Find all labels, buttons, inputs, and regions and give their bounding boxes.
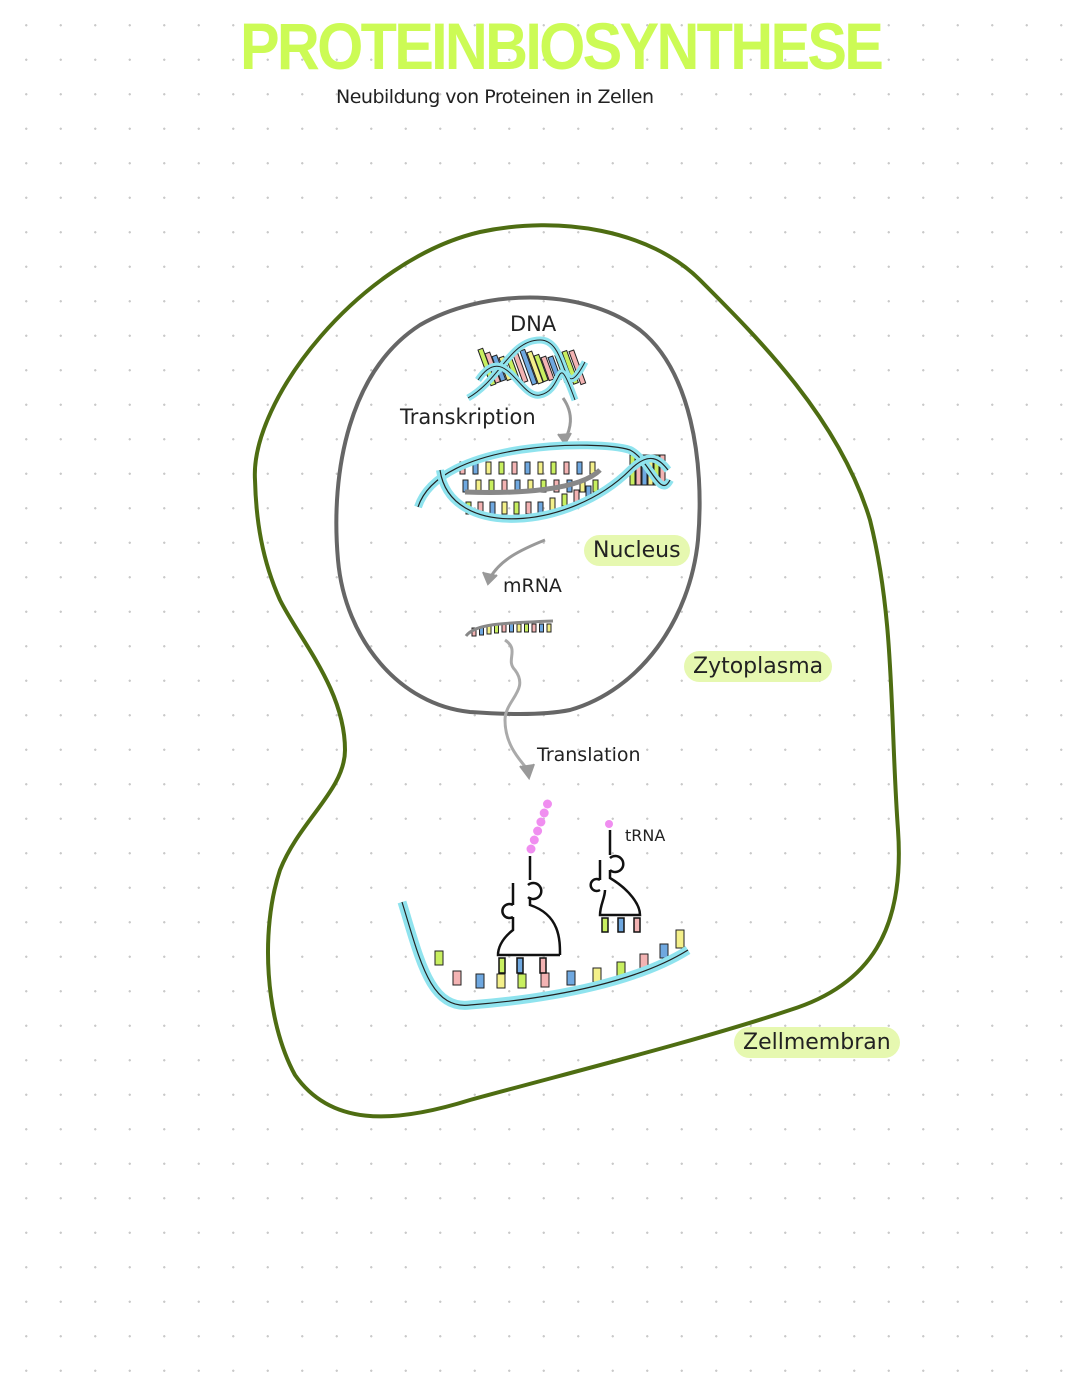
nucleotide-base: [525, 501, 532, 515]
nucleotide-base: [486, 625, 492, 635]
nucleotide-base: [540, 972, 550, 988]
label-cell-membrane: Zellmembran: [734, 1027, 900, 1058]
arrow-to-mrna: [488, 538, 546, 579]
amino-acid-dot: [526, 844, 536, 854]
nucleotide-base: [540, 355, 555, 382]
nucleotide-base: [494, 624, 499, 634]
translation-mrna: [397, 900, 691, 1010]
nucleotide-base: [475, 973, 485, 989]
nucleotide-base: [675, 929, 685, 949]
nucleotide-base: [549, 497, 556, 511]
nucleotide-base: [592, 967, 602, 983]
dna-double-helix: [466, 336, 589, 402]
arrow-translation: [503, 638, 530, 771]
trna-free: [589, 820, 642, 933]
nucleotide-base: [511, 461, 518, 475]
nucleotide-base: [561, 493, 568, 507]
nucleotide-base: [659, 943, 669, 959]
nucleotide-base: [524, 623, 529, 633]
nucleotide-base: [517, 973, 527, 989]
nucleotide-base: [452, 970, 462, 986]
nucleotide-base: [546, 623, 552, 633]
nucleotide-base: [592, 479, 599, 493]
nucleotide-base: [498, 461, 505, 475]
amino-acid-dot: [533, 826, 543, 836]
nucleotide-base: [509, 623, 514, 633]
amino-acid-dot: [536, 817, 546, 827]
nucleotide-base: [566, 970, 576, 986]
trna-bound: [496, 856, 562, 974]
cell-membrane-outline: [252, 223, 901, 1119]
polypeptide-chain: [526, 799, 552, 854]
nucleotide-base: [531, 623, 537, 633]
mrna-strand: [464, 619, 554, 638]
nucleotide-base: [485, 461, 492, 475]
nucleotide-base: [489, 501, 496, 515]
nucleotide-base: [519, 348, 538, 386]
amino-acid-dot: [539, 808, 549, 818]
label-nucleus: Nucleus: [584, 535, 690, 566]
label-translation: Translation: [537, 744, 641, 766]
transcription-bubble: [414, 441, 674, 523]
label-trna: tRNA: [625, 826, 666, 845]
label-dna: DNA: [510, 312, 557, 336]
nucleotide-base: [537, 461, 544, 475]
nucleotide-base: [539, 623, 544, 633]
nucleotide-base: [434, 950, 444, 966]
nucleotide-base: [516, 623, 522, 633]
nucleotide-base: [524, 461, 531, 475]
label-transcription: Transkription: [400, 405, 536, 429]
page-subtitle: Neubildung von Proteinen in Zellen: [336, 86, 654, 108]
amino-acid-dot: [529, 835, 539, 845]
amino-acid-dot: [543, 799, 552, 809]
nucleotide-base: [550, 461, 557, 475]
nucleotide-base: [501, 501, 508, 515]
nucleotide-base: [576, 461, 583, 475]
page-title: PROTEINBIOSYNTHESE: [240, 9, 884, 83]
nucleotide-base: [496, 973, 506, 989]
label-cytoplasm: Zytoplasma: [684, 651, 833, 682]
nucleotide-base: [513, 501, 520, 515]
nucleus-outline: [334, 295, 702, 716]
nucleotide-base: [563, 461, 570, 475]
nucleotide-base: [533, 353, 549, 383]
label-mrna: mRNA: [503, 575, 562, 597]
